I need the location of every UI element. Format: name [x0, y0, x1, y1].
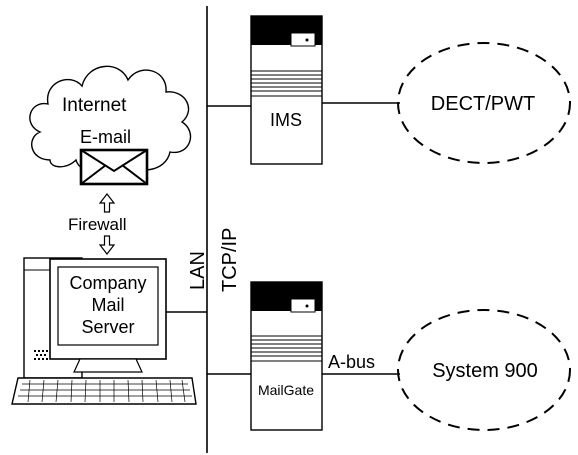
server-label-line2: Mail	[91, 295, 124, 315]
tcpip-label: TCP/IP	[219, 228, 241, 292]
mailgate-label: MailGate	[258, 382, 314, 398]
internet-label: Internet	[62, 95, 127, 116]
up-arrow-icon	[98, 193, 116, 213]
firewall-label: Firewall	[68, 215, 127, 234]
server-tower-icon	[250, 15, 323, 165]
lan-label: LAN	[187, 251, 209, 290]
keyboard-icon	[11, 377, 197, 405]
down-arrow-icon	[98, 235, 116, 255]
server-label-line1: Company	[69, 273, 146, 293]
server-label-line3: Server	[81, 317, 134, 337]
system900-label: System 900	[432, 360, 538, 382]
system900-network-ellipse	[397, 309, 571, 431]
computer-icon	[23, 257, 167, 379]
dect-label: DECT/PWT	[431, 93, 535, 115]
ims-label: IMS	[270, 110, 302, 130]
envelope-icon	[79, 148, 149, 186]
email-label: E-mail	[80, 127, 131, 147]
server-tower-icon	[250, 281, 323, 431]
abus-label: A-bus	[328, 352, 375, 372]
dect-network-ellipse	[397, 42, 571, 164]
